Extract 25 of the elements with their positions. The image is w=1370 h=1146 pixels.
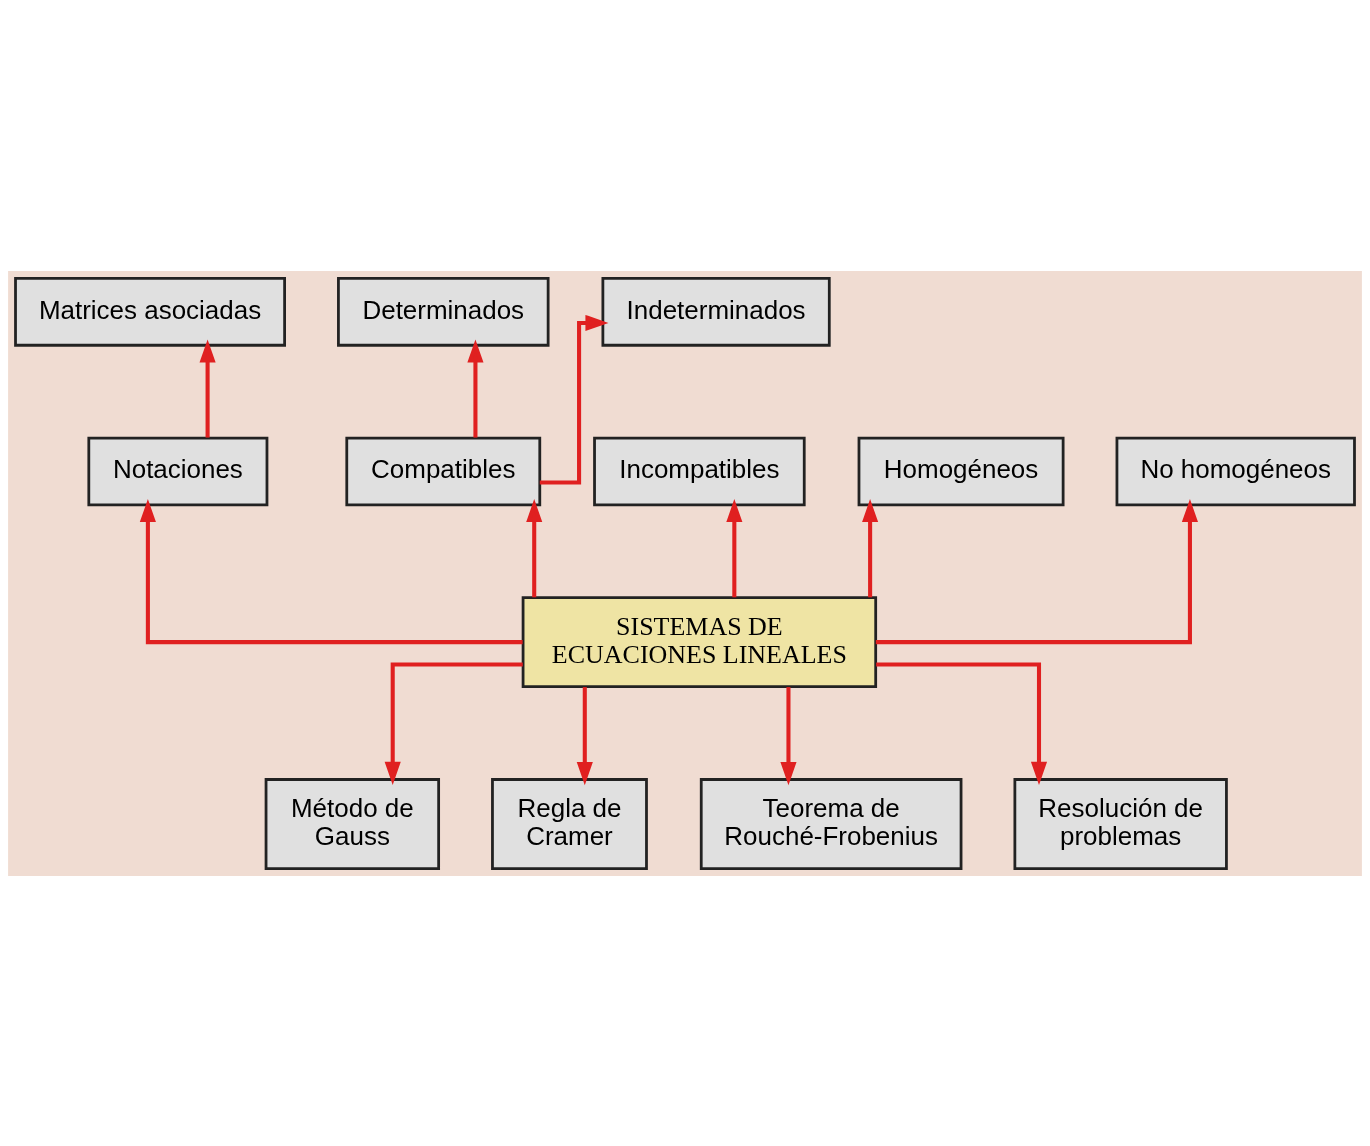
node-box: Regla de Cramer bbox=[491, 777, 648, 870]
arrow bbox=[875, 498, 1198, 644]
node-box: Matrices asociadas bbox=[14, 276, 286, 347]
node-box: Incompatibles bbox=[593, 436, 806, 506]
arrow bbox=[467, 338, 484, 438]
arrow bbox=[876, 661, 1048, 785]
arrow bbox=[576, 686, 593, 785]
node-box: Resolución de problemas bbox=[1013, 777, 1228, 870]
arrow bbox=[726, 498, 743, 597]
node-box: Homogéneos bbox=[857, 436, 1065, 506]
node-box: Indeterminados bbox=[601, 276, 831, 347]
node-box: Método de Gauss bbox=[264, 777, 441, 870]
node-box: Teorema de Rouché-Frobenius bbox=[699, 777, 963, 870]
node-box: No homogéneos bbox=[1115, 436, 1356, 506]
arrow bbox=[862, 498, 879, 597]
node-box: Notaciones bbox=[87, 436, 269, 506]
arrow bbox=[526, 498, 543, 597]
node-box: Determinados bbox=[337, 276, 550, 347]
node-box: SISTEMAS DE ECUACIONES LINEALES bbox=[521, 595, 878, 688]
arrow bbox=[780, 686, 797, 785]
arrow bbox=[199, 338, 216, 438]
arrow bbox=[139, 498, 523, 644]
arrow bbox=[384, 661, 523, 785]
arrow bbox=[539, 314, 609, 485]
node-box: Compatibles bbox=[345, 436, 542, 506]
